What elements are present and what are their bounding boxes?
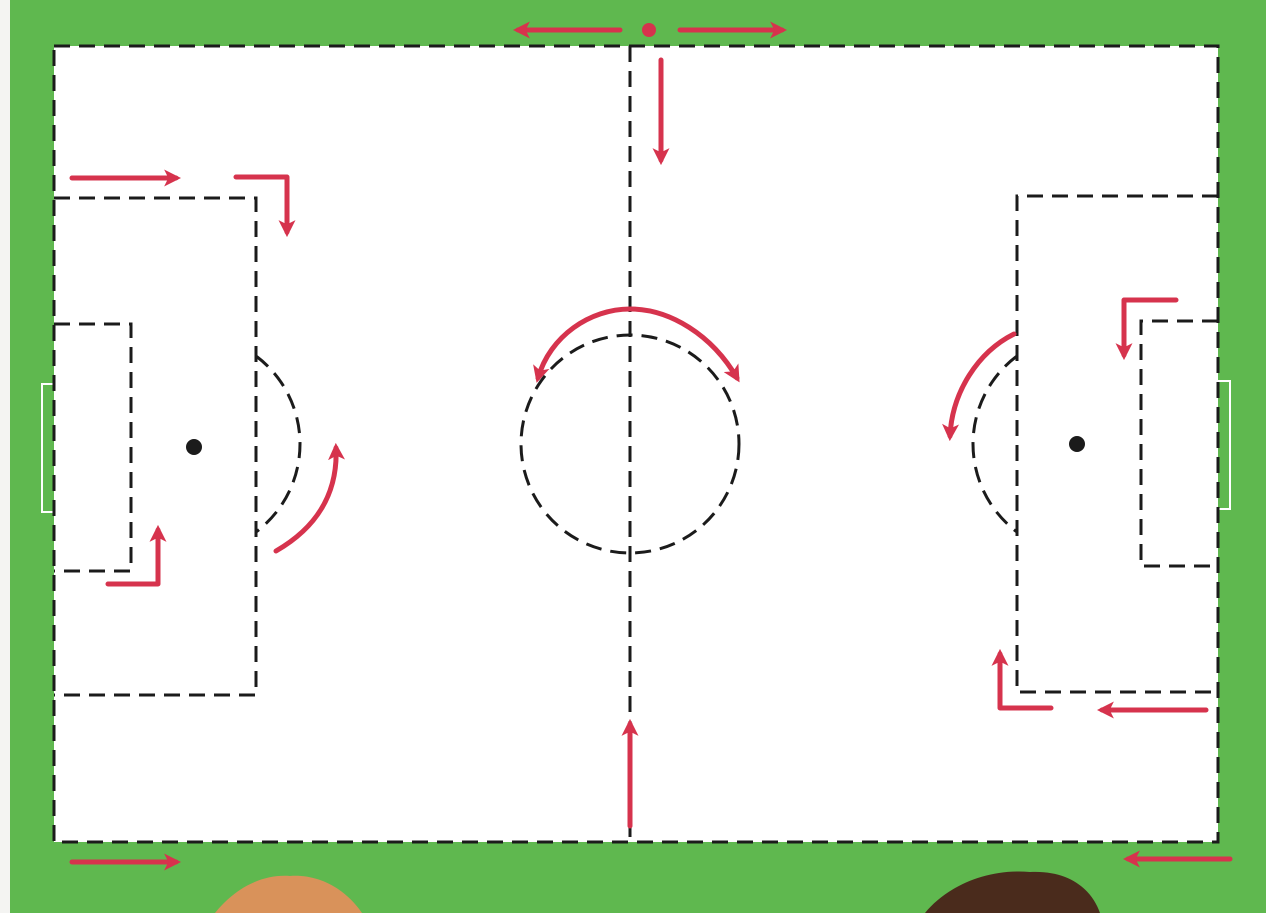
penalty-spot-right — [1069, 436, 1085, 452]
page-margin-left — [0, 0, 10, 913]
penalty-spot-left — [186, 439, 202, 455]
kickoff-reference-dot — [642, 23, 656, 37]
field-surface — [54, 46, 1218, 842]
